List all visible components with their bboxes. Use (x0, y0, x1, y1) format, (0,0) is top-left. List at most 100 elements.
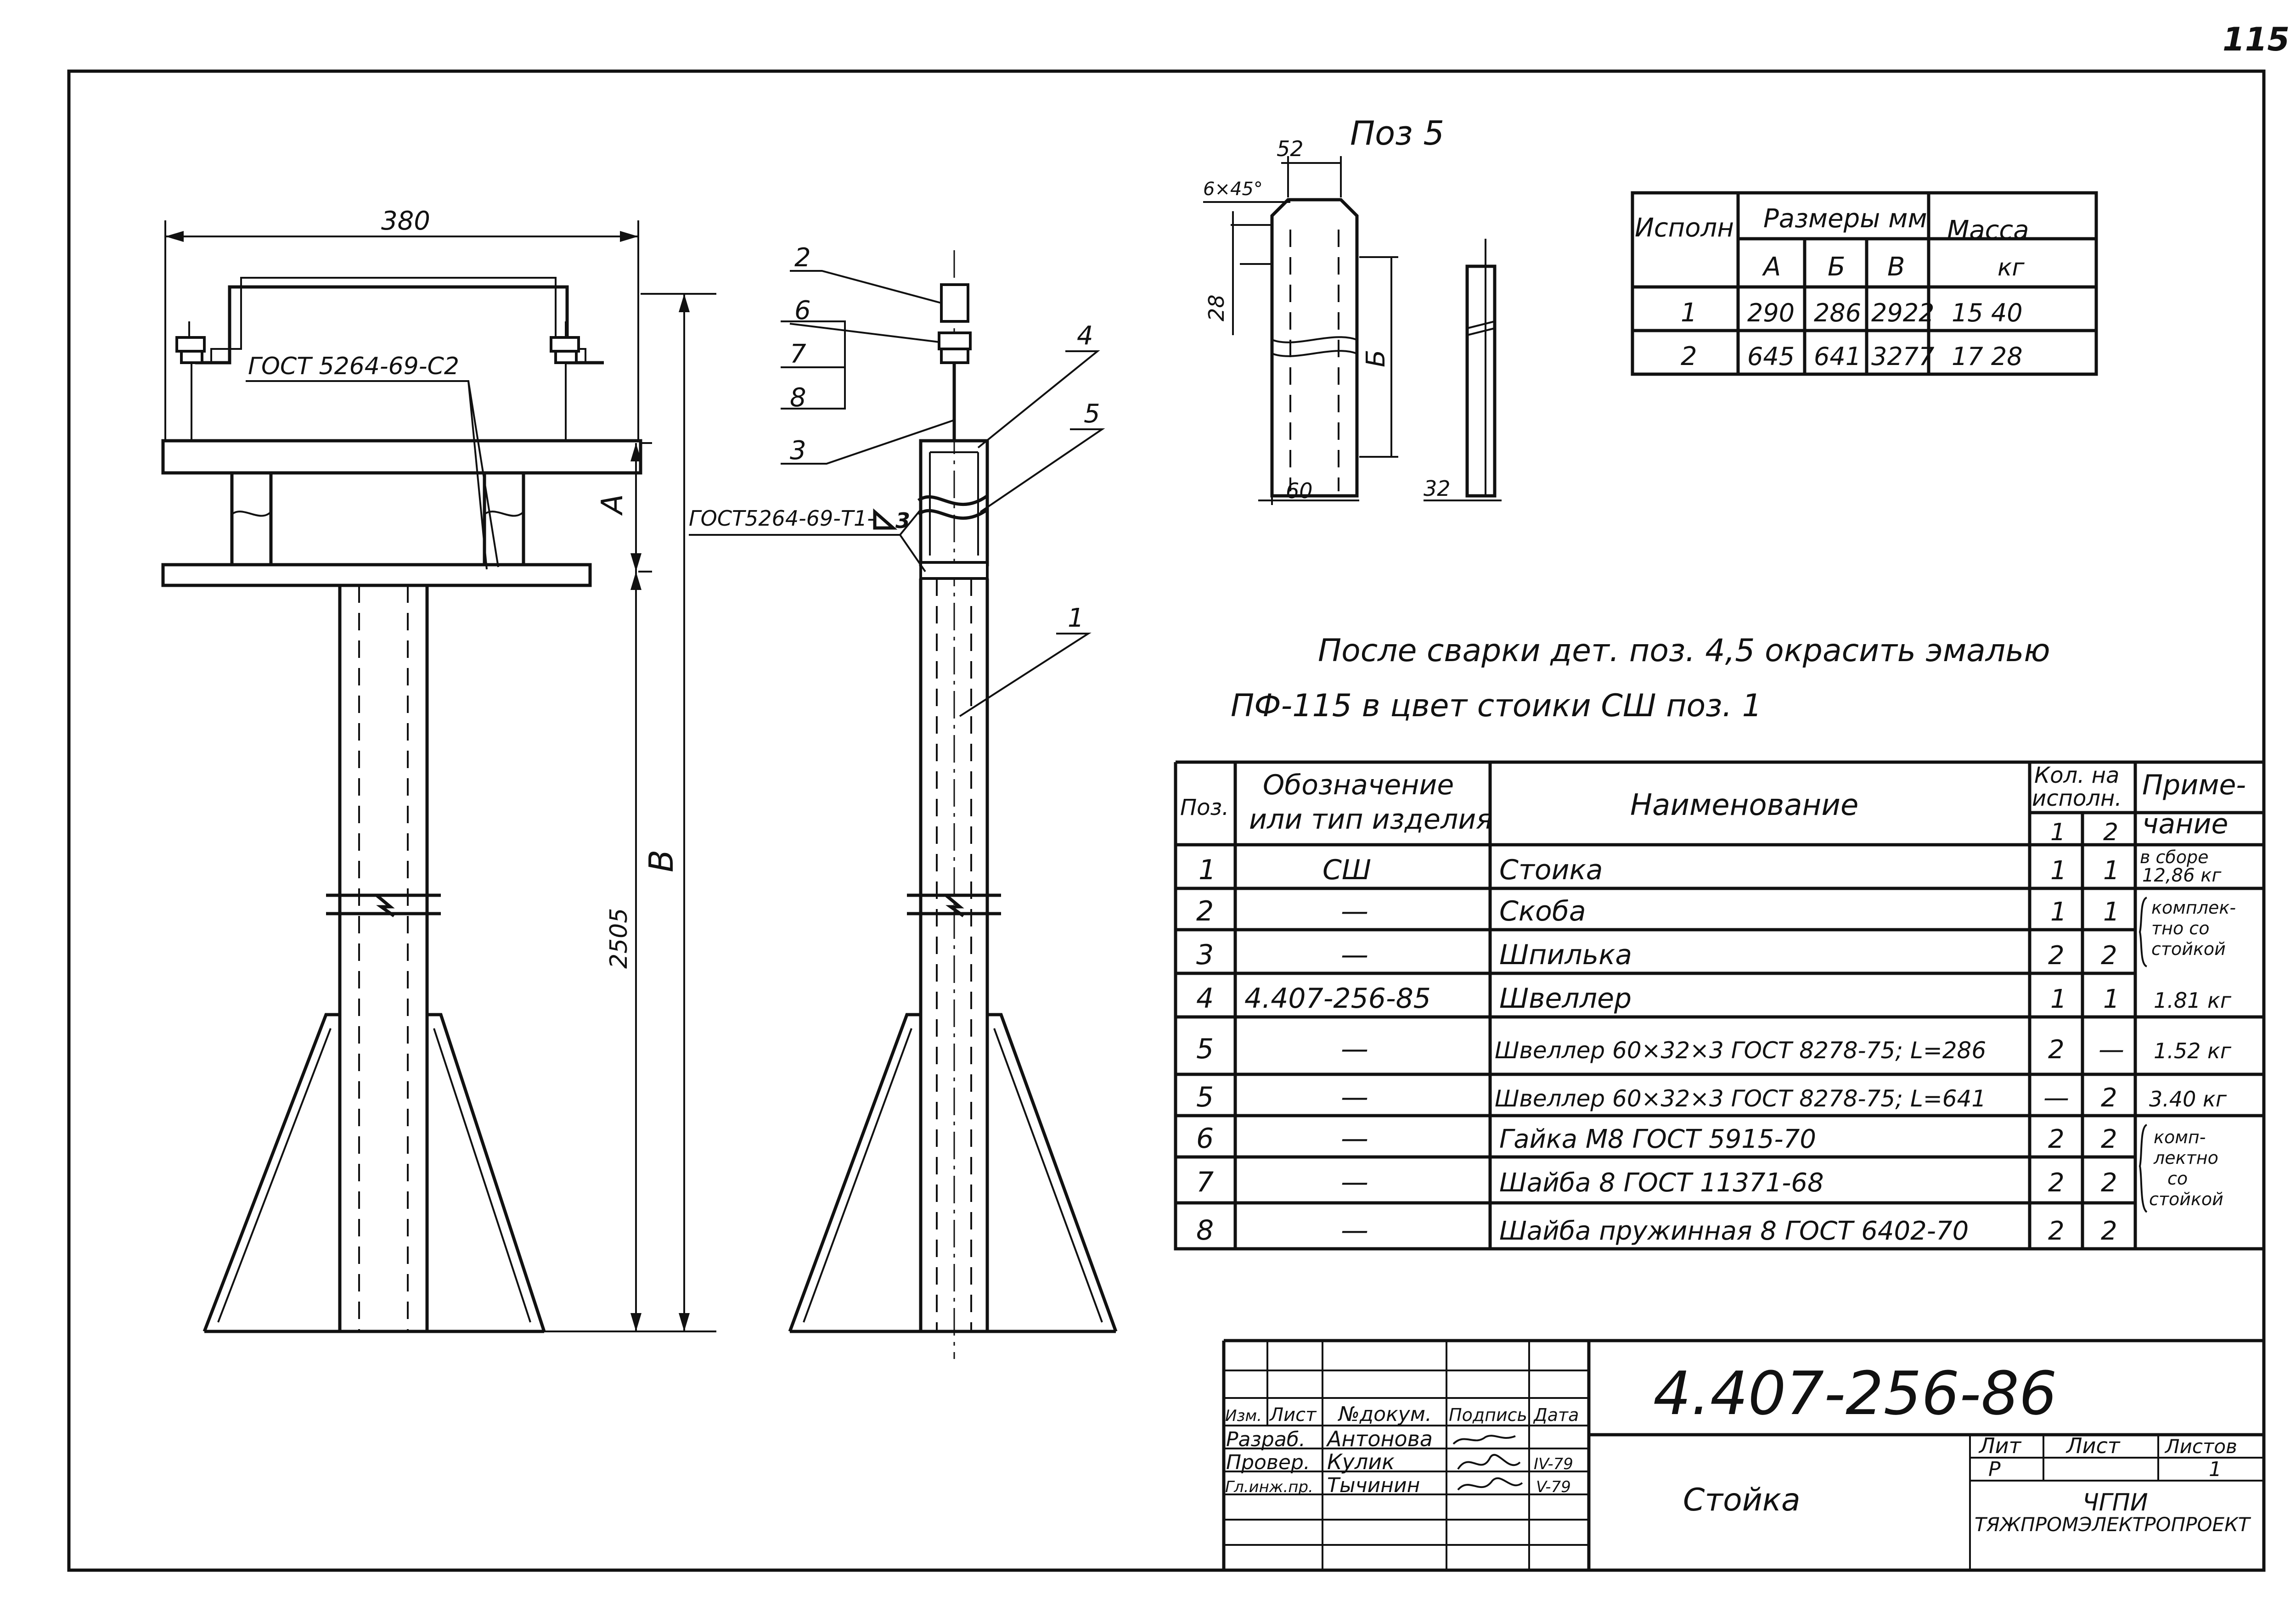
exec-h-kg: кг (1998, 254, 2025, 281)
tb-r2-role: Провер. (1226, 1451, 1310, 1474)
spec-table: Поз. Обозначение или тип изделия Наимено… (1174, 760, 2264, 1251)
spec-r3-k2: 2 (2101, 941, 2117, 971)
tb-r2-name: Кулик (1327, 1449, 1395, 1474)
tb-org-2: ТЯЖПРОМЭЛЕКТРОПРОЕКТ (1975, 1513, 2251, 1536)
exec-r1-m: 15 40 (1952, 298, 2023, 327)
exec-h-v: В (1887, 252, 1905, 282)
front-view: 380 А В 2505 ГОСТ 5264-69-С2 (161, 206, 716, 1333)
spec-r7-name: Гайка М8 ГОСТ 5915-70 (1499, 1124, 1816, 1154)
spec-r9-pos: 8 (1196, 1214, 1214, 1246)
exec-h-mass: Масса (1947, 215, 2029, 245)
spec-rem-1a: в сборе (2140, 847, 2209, 867)
spec-rem-5a: 1.52 кг (2154, 1039, 2232, 1063)
exec-r2-b: 641 (1814, 342, 1861, 371)
spec-r4-name: Швеллер (1499, 982, 1632, 1015)
exec-r2-v: 3277 (1871, 342, 1934, 371)
spec-h-oboz2: или тип изделия (1249, 803, 1492, 836)
callout-2: 2 (794, 243, 811, 273)
spec-r9-oboz: — (1341, 1214, 1368, 1246)
tb-lit-h: Лит (1978, 1433, 2021, 1458)
spec-r1-k2: 1 (2103, 856, 2120, 886)
tb-r3-name: Тычинин (1327, 1474, 1420, 1497)
weld-note-left: ГОСТ 5264-69-С2 (248, 353, 459, 380)
spec-rem-68c: со (2167, 1168, 2188, 1189)
spec-r6-name: Швеллер 60×32×3 ГОСТ 8278-75; L=641 (1495, 1085, 1986, 1112)
spec-rem-4: 1.81 кг (2154, 988, 2232, 1013)
spec-h-name: Наименование (1630, 788, 1858, 822)
pos5-title: Поз 5 (1350, 114, 1444, 152)
exec-h-b: Б (1828, 252, 1845, 282)
spec-rem-68b: лектно (2153, 1148, 2218, 1168)
callout-5: 5 (1084, 399, 1100, 429)
exec-h-ispoln: Исполн (1635, 213, 1734, 243)
signature-2 (1457, 1454, 1521, 1470)
spec-r5-name: Швеллер 60×32×3 ГОСТ 8278-75; L=286 (1495, 1037, 1986, 1064)
spec-r6-pos: 5 (1196, 1081, 1214, 1113)
callout-3: 3 (790, 436, 806, 466)
spec-h-prim2: чание (2142, 808, 2228, 840)
weld-size: 3 (895, 508, 910, 533)
tb-h-podp: Подпись (1449, 1405, 1527, 1425)
pos5-detail: Поз 5 52 6×45° 28 Б 60 32 (1203, 114, 1502, 505)
spec-r4-k1: 1 (2050, 984, 2067, 1014)
spec-r2-k2: 1 (2103, 897, 2120, 927)
spec-r8-oboz: — (1341, 1166, 1368, 1198)
spec-r1-pos: 1 (1199, 854, 1216, 886)
spec-rem-68a: комп- (2154, 1127, 2206, 1147)
spec-r2-k1: 1 (2050, 897, 2067, 927)
tb-h-ndok: №докум. (1337, 1403, 1432, 1426)
spec-rem-23c: стойкой (2151, 939, 2226, 959)
spec-r5-oboz: — (1341, 1033, 1368, 1065)
tb-date-2: V-79 (1536, 1478, 1571, 1496)
weld-note-side: ГОСТ5264-69-Т1- (689, 506, 875, 531)
spec-r5-k2: — (2099, 1035, 2124, 1065)
spec-h-prim1: Приме- (2142, 769, 2246, 801)
spec-r7-pos: 6 (1196, 1123, 1214, 1155)
spec-h-oboz1: Обозначение (1263, 769, 1454, 801)
spec-rem-23b: тно со (2151, 918, 2209, 938)
spec-r3-name: Шпилька (1499, 939, 1632, 971)
spec-r9-k2: 2 (2101, 1216, 2117, 1246)
tb-h-data: Дата (1533, 1405, 1579, 1425)
tb-r1-name: Антонова (1326, 1426, 1433, 1451)
tb-doc-number: 4.407-256-86 (1653, 1359, 2057, 1428)
spec-r8-k1: 2 (2048, 1168, 2065, 1198)
spec-r6-k1: — (2043, 1083, 2069, 1113)
pos5-chamfer: 6×45° (1203, 179, 1263, 200)
spec-r3-k1: 2 (2048, 941, 2065, 971)
spec-r4-k2: 1 (2103, 984, 2120, 1014)
spec-rem-68d: стойкой (2149, 1189, 2223, 1209)
spec-rem-23a: комплек- (2151, 898, 2236, 918)
spec-r2-pos: 2 (1196, 895, 1214, 927)
note-line-2: ПФ-115 в цвет стоики СШ поз. 1 (1231, 688, 1762, 724)
tb-org-1: ЧГПИ (2082, 1489, 2148, 1516)
spec-r9-name: Шайба пружинная 8 ГОСТ 6402-70 (1499, 1216, 1969, 1246)
dim-a: А (596, 494, 630, 516)
spec-r2-name: Скоба (1499, 895, 1586, 927)
spec-r9-k1: 2 (2048, 1216, 2065, 1246)
spec-r6-oboz: — (1341, 1081, 1368, 1113)
exec-r1-v: 2922 (1871, 298, 1934, 327)
signature-1 (1452, 1435, 1516, 1445)
pos5-d32: 32 (1424, 476, 1451, 501)
side-view: 2 6 7 8 3 4 5 1 ГОСТ5264-69-Т1- 3 (689, 243, 1118, 1359)
pos5-d60: 60 (1286, 478, 1313, 503)
spec-r4-oboz: 4.407-256-85 (1244, 982, 1431, 1015)
spec-h-kol2: исполн. (2032, 786, 2122, 811)
tb-r3-role: Гл.инж.пр. (1225, 1478, 1313, 1496)
spec-r1-k1: 1 (2050, 856, 2067, 886)
tb-date-1: IV-79 (1534, 1455, 1573, 1473)
tb-listov: 1 (2209, 1458, 2222, 1481)
spec-r7-oboz: — (1341, 1123, 1368, 1155)
callout-4: 4 (1077, 321, 1093, 351)
spec-rem-1b: 12,86 кг (2142, 865, 2222, 886)
exec-r2-a: 645 (1747, 342, 1795, 371)
pos5-db: Б (1361, 350, 1391, 367)
tb-r1-role: Разраб. (1226, 1428, 1306, 1451)
tb-title: Стойка (1683, 1482, 1801, 1518)
callout-7: 7 (790, 339, 806, 369)
pos5-d28: 28 (1204, 294, 1229, 321)
dim-width: 380 (381, 206, 430, 236)
signature-3 (1457, 1477, 1523, 1491)
